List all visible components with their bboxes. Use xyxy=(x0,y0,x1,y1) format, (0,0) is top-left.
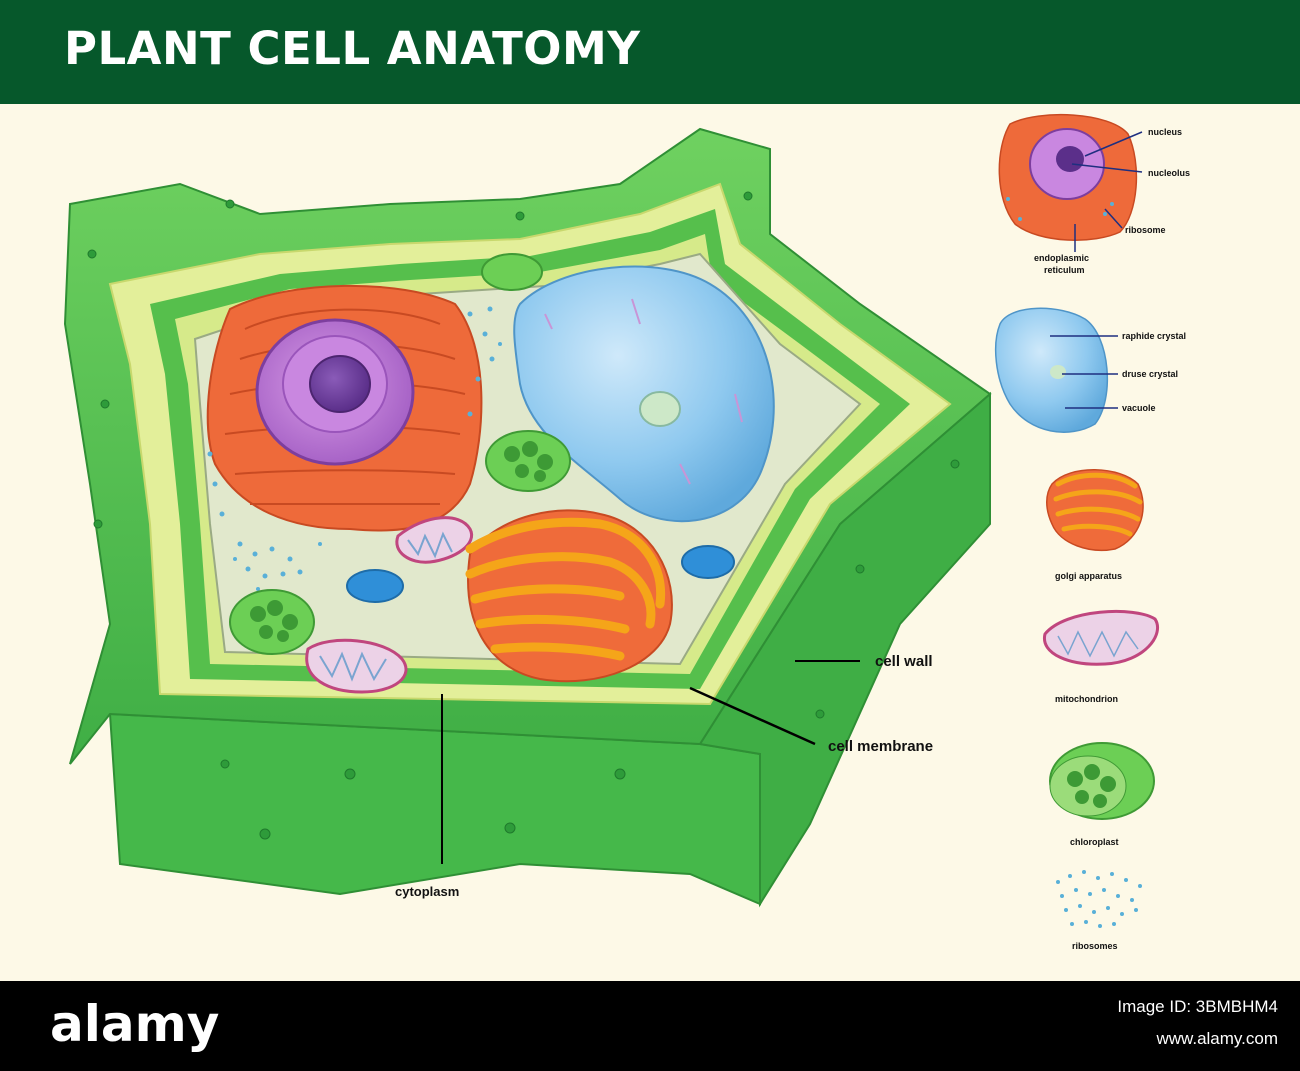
header-bar: PLANT CELL ANATOMY xyxy=(0,0,1300,104)
mitochondrion-2 xyxy=(305,638,408,694)
image-url: www.alamy.com xyxy=(1156,1029,1278,1048)
legend-nucleolus: nucleolus xyxy=(1148,168,1190,178)
label-cell-membrane: cell membrane xyxy=(828,738,933,755)
small-vacuole-2 xyxy=(681,545,735,579)
legend-raphide-crystal: raphide crystal xyxy=(1122,331,1186,341)
page-title: PLANT CELL ANATOMY xyxy=(64,22,641,75)
chloroplast-1 xyxy=(481,253,543,291)
brand-logo: alamy xyxy=(50,995,220,1053)
image-id: Image ID: 3BMBHM4 xyxy=(1117,997,1278,1016)
legend-golgi-icon xyxy=(1046,469,1144,551)
legend-druse-crystal: druse crystal xyxy=(1122,369,1178,379)
legend-vacuole-icon xyxy=(994,307,1109,433)
legend-ribosomes: ribosomes xyxy=(1072,941,1118,951)
chloroplast-3 xyxy=(229,589,315,655)
legend-ribosome: ribosome xyxy=(1125,225,1166,235)
label-cytoplasm: cytoplasm xyxy=(395,884,459,899)
golgi-apparatus xyxy=(465,509,673,683)
legend-mitochondrion: mitochondrion xyxy=(1055,694,1118,704)
vacuole xyxy=(513,265,775,523)
legend-nucleus: nucleus xyxy=(1148,127,1182,137)
legend-chloroplast: chloroplast xyxy=(1070,837,1119,847)
ribosomes xyxy=(207,306,502,594)
footer-bar: alamy Image ID: 3BMBHM4 www.alamy.com xyxy=(0,981,1300,1071)
mitochondrion-1 xyxy=(395,516,474,564)
label-cell-wall: cell wall xyxy=(875,653,933,670)
legend-ribosomes-icon xyxy=(1056,870,1142,928)
legend-er-nucleus-icon xyxy=(998,113,1138,241)
legend-endoplasmic-reticulum-2: reticulum xyxy=(1044,265,1085,275)
legend-chloroplast-icon xyxy=(1049,742,1155,820)
small-vacuole-1 xyxy=(346,569,404,603)
legend-golgi-apparatus: golgi apparatus xyxy=(1055,571,1122,581)
legend-endoplasmic-reticulum-1: endoplasmic xyxy=(1034,253,1089,263)
legend-vacuole: vacuole xyxy=(1122,403,1156,413)
chloroplast-2 xyxy=(485,430,571,492)
plant-cell-diagram: cell wall cell membrane cytoplasm nucleu… xyxy=(63,113,1190,951)
legend-mitochondrion-icon xyxy=(1043,610,1159,666)
nucleolus xyxy=(309,355,371,413)
